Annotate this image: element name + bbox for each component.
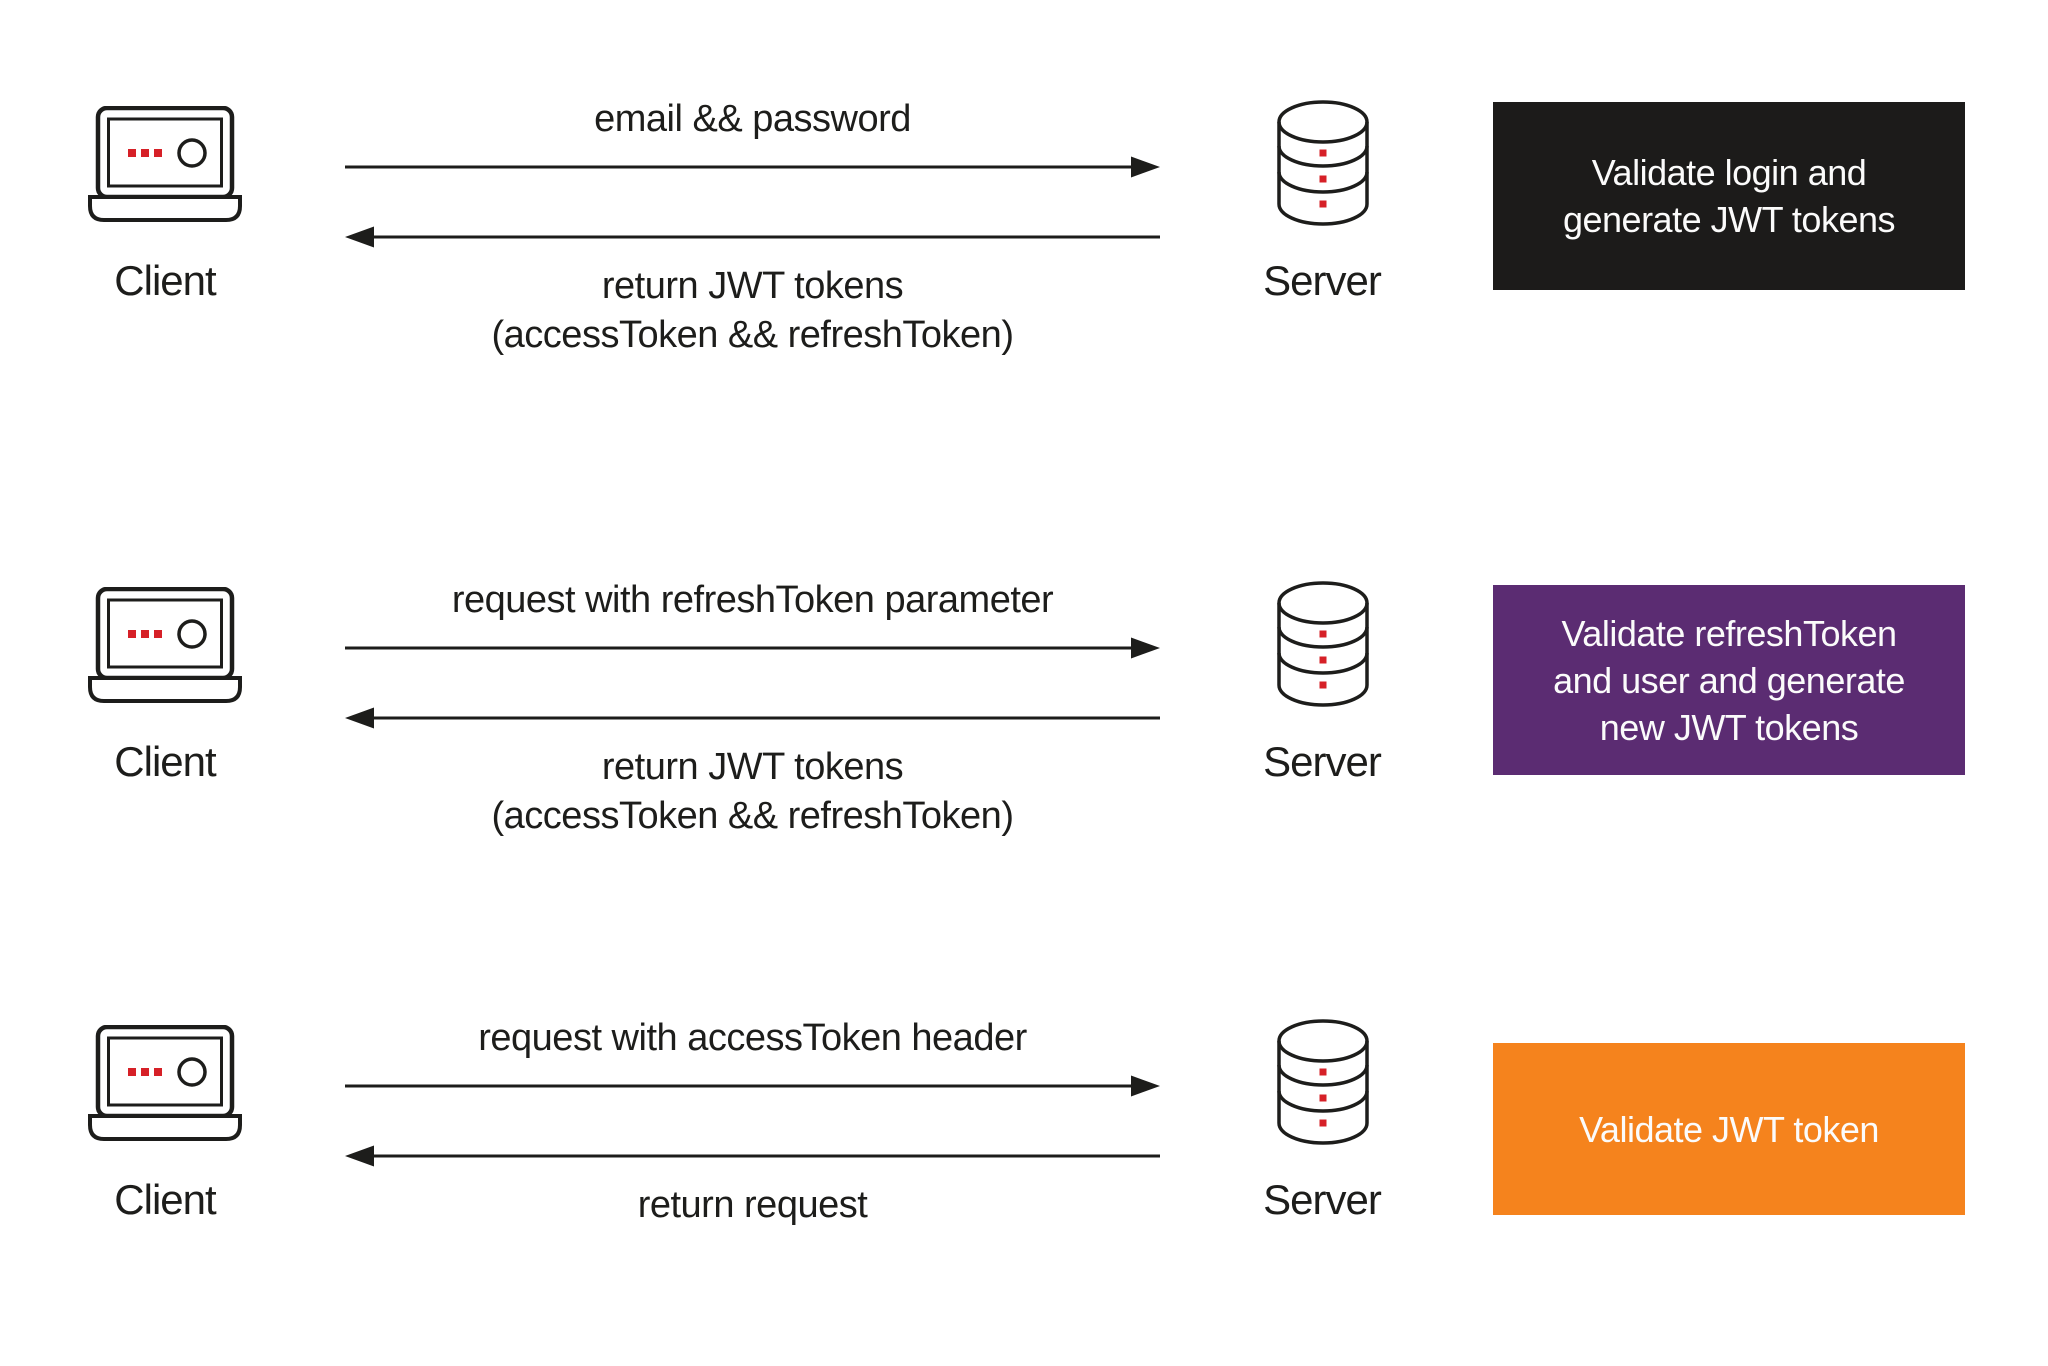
request-message: request with refreshToken parameter xyxy=(451,579,1054,621)
server-label: Server xyxy=(1263,1176,1382,1223)
database-icon xyxy=(1277,100,1369,226)
response-line1: return request xyxy=(637,1184,868,1226)
response-line2: (accessToken && refreshToken) xyxy=(491,314,1014,356)
server-label: Server xyxy=(1263,738,1382,785)
flow-row-login: Client email && password return JWT toke… xyxy=(0,0,2048,380)
note-box-validate-jwt: Validate JWT token xyxy=(1493,1043,1965,1215)
flow-row-refresh: Client request with refreshToken paramet… xyxy=(0,481,2048,861)
arrow-left-icon xyxy=(345,1144,1160,1168)
response-line2: (accessToken && refreshToken) xyxy=(491,795,1014,837)
response-line1: return JWT tokens xyxy=(601,746,904,788)
laptop-icon xyxy=(87,106,243,222)
database-icon xyxy=(1277,581,1369,707)
client-label: Client xyxy=(114,257,216,304)
request-message: request with accessToken header xyxy=(478,1017,1027,1059)
arrow-right-icon xyxy=(345,636,1160,660)
note-box-validate-refresh-token: Validate refreshToken and user and gener… xyxy=(1493,585,1965,775)
note-box-validate-login: Validate login and generate JWT tokens xyxy=(1493,102,1965,290)
database-icon xyxy=(1277,1019,1369,1145)
request-message: email && password xyxy=(594,98,911,140)
client-label: Client xyxy=(114,1176,216,1223)
flow-row-request: Client request with accessToken header r… xyxy=(0,919,2048,1299)
response-message: return JWT tokens (accessToken && refres… xyxy=(345,743,1160,841)
client-label: Client xyxy=(114,738,216,785)
arrow-right-icon xyxy=(345,155,1160,179)
arrow-right-icon xyxy=(345,1074,1160,1098)
laptop-icon xyxy=(87,587,243,703)
response-message: return request xyxy=(345,1181,1160,1230)
arrow-left-icon xyxy=(345,225,1160,249)
response-message: return JWT tokens (accessToken && refres… xyxy=(345,262,1160,360)
server-label: Server xyxy=(1263,257,1382,304)
arrow-left-icon xyxy=(345,706,1160,730)
response-line1: return JWT tokens xyxy=(601,265,904,307)
laptop-icon xyxy=(87,1025,243,1141)
